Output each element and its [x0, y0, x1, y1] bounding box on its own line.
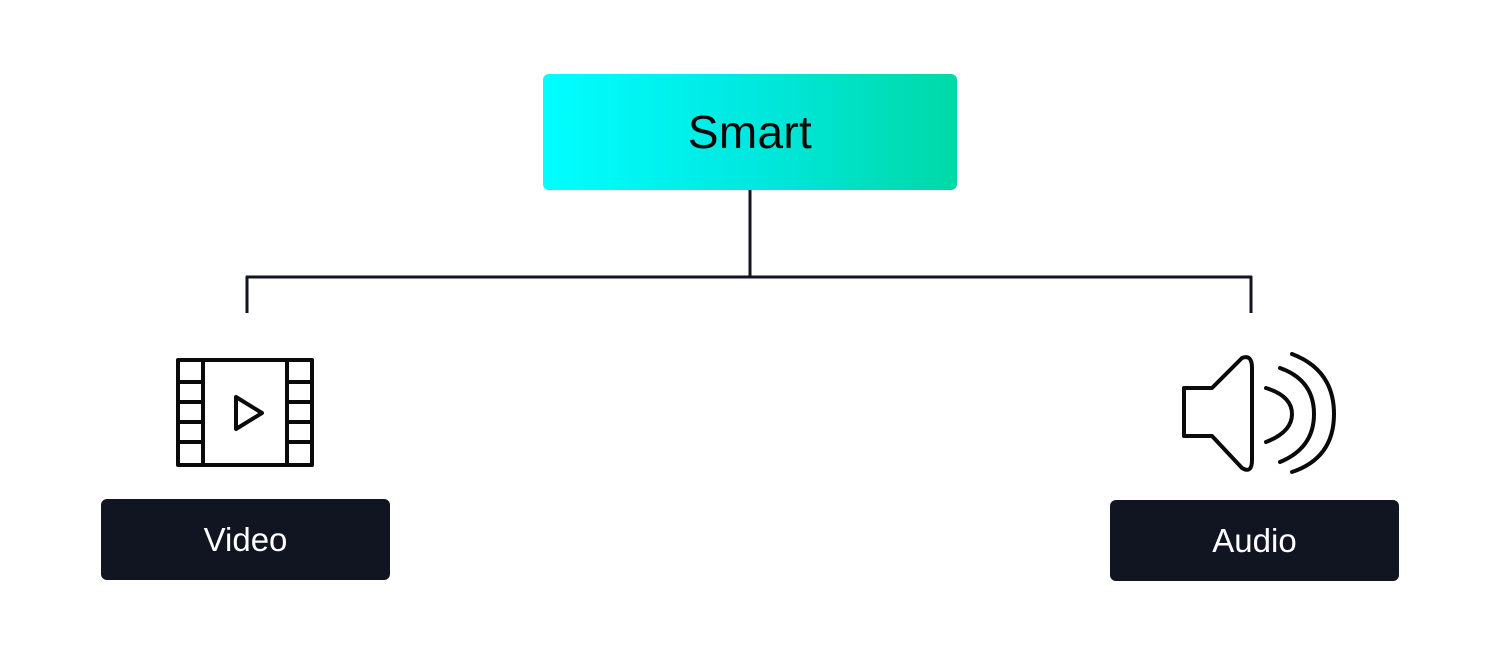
- speaker-icon: [1182, 352, 1336, 474]
- film-play-icon: [176, 358, 314, 467]
- audio-node: Audio: [1110, 500, 1399, 581]
- video-label: Video: [203, 520, 288, 558]
- root-node: Smart: [543, 74, 957, 190]
- audio-label: Audio: [1212, 521, 1297, 559]
- root-label: Smart: [687, 106, 813, 158]
- video-node: Video: [101, 499, 390, 580]
